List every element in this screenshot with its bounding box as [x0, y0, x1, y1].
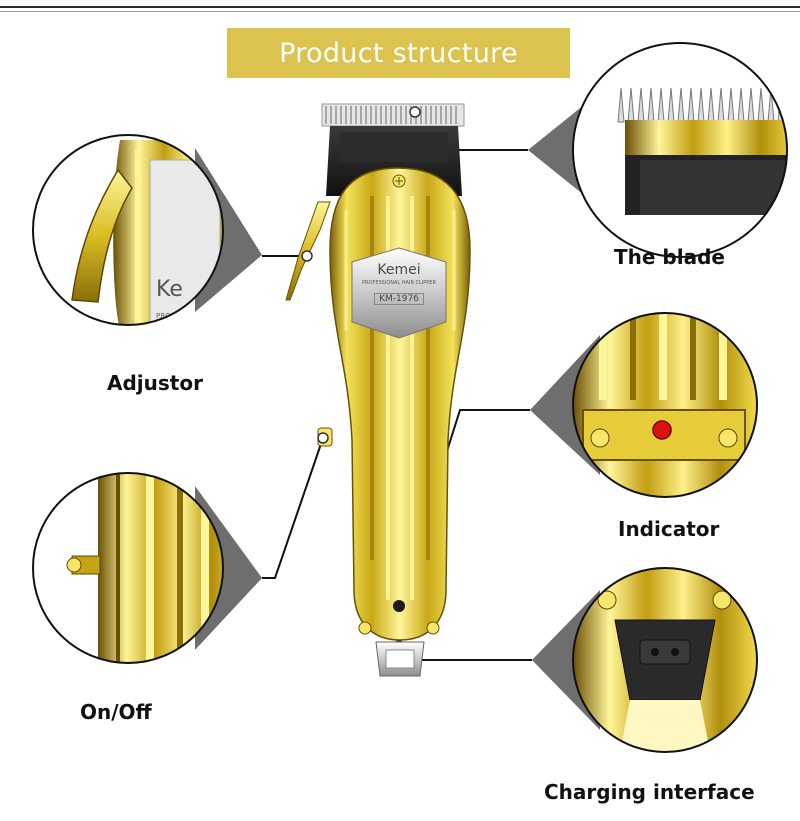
- indicator-label: Indicator: [618, 517, 720, 541]
- product-model: KM-1976: [374, 293, 424, 305]
- adjustor-zoom-circle: Ke PROFI: [32, 134, 224, 326]
- on-off-label: On/Off: [80, 700, 152, 724]
- on-off-zoom-circle: [32, 472, 224, 664]
- product-badge: Kemei PROFESSIONAL HAIR CLIPPER KM-1976: [352, 262, 446, 305]
- clipper-illustration: [285, 103, 471, 677]
- top-border-line: [0, 6, 800, 8]
- adjustor-label: Adjustor: [107, 371, 203, 395]
- on-off-leader-line: [262, 437, 324, 579]
- on-off-marker: [317, 432, 329, 444]
- adjustor-zoom-brand: Ke: [156, 277, 183, 302]
- blade-marker: [409, 106, 421, 118]
- product-brand: Kemei: [377, 262, 421, 278]
- page-title: Product structure: [279, 37, 518, 69]
- blade-zoom-circle: [572, 42, 788, 258]
- indicator-zoom-circle: [572, 312, 758, 498]
- indicator-light-icon: [652, 420, 672, 440]
- charging-label: Charging interface: [544, 780, 755, 804]
- title-banner: Product structure: [227, 28, 570, 78]
- top-border-line-thin: [0, 11, 800, 12]
- blade-label: The blade: [614, 245, 725, 269]
- adjustor-marker: [301, 250, 313, 262]
- product-subtitle: PROFESSIONAL HAIR CLIPPER: [362, 280, 436, 286]
- charging-zoom-circle: [572, 567, 758, 753]
